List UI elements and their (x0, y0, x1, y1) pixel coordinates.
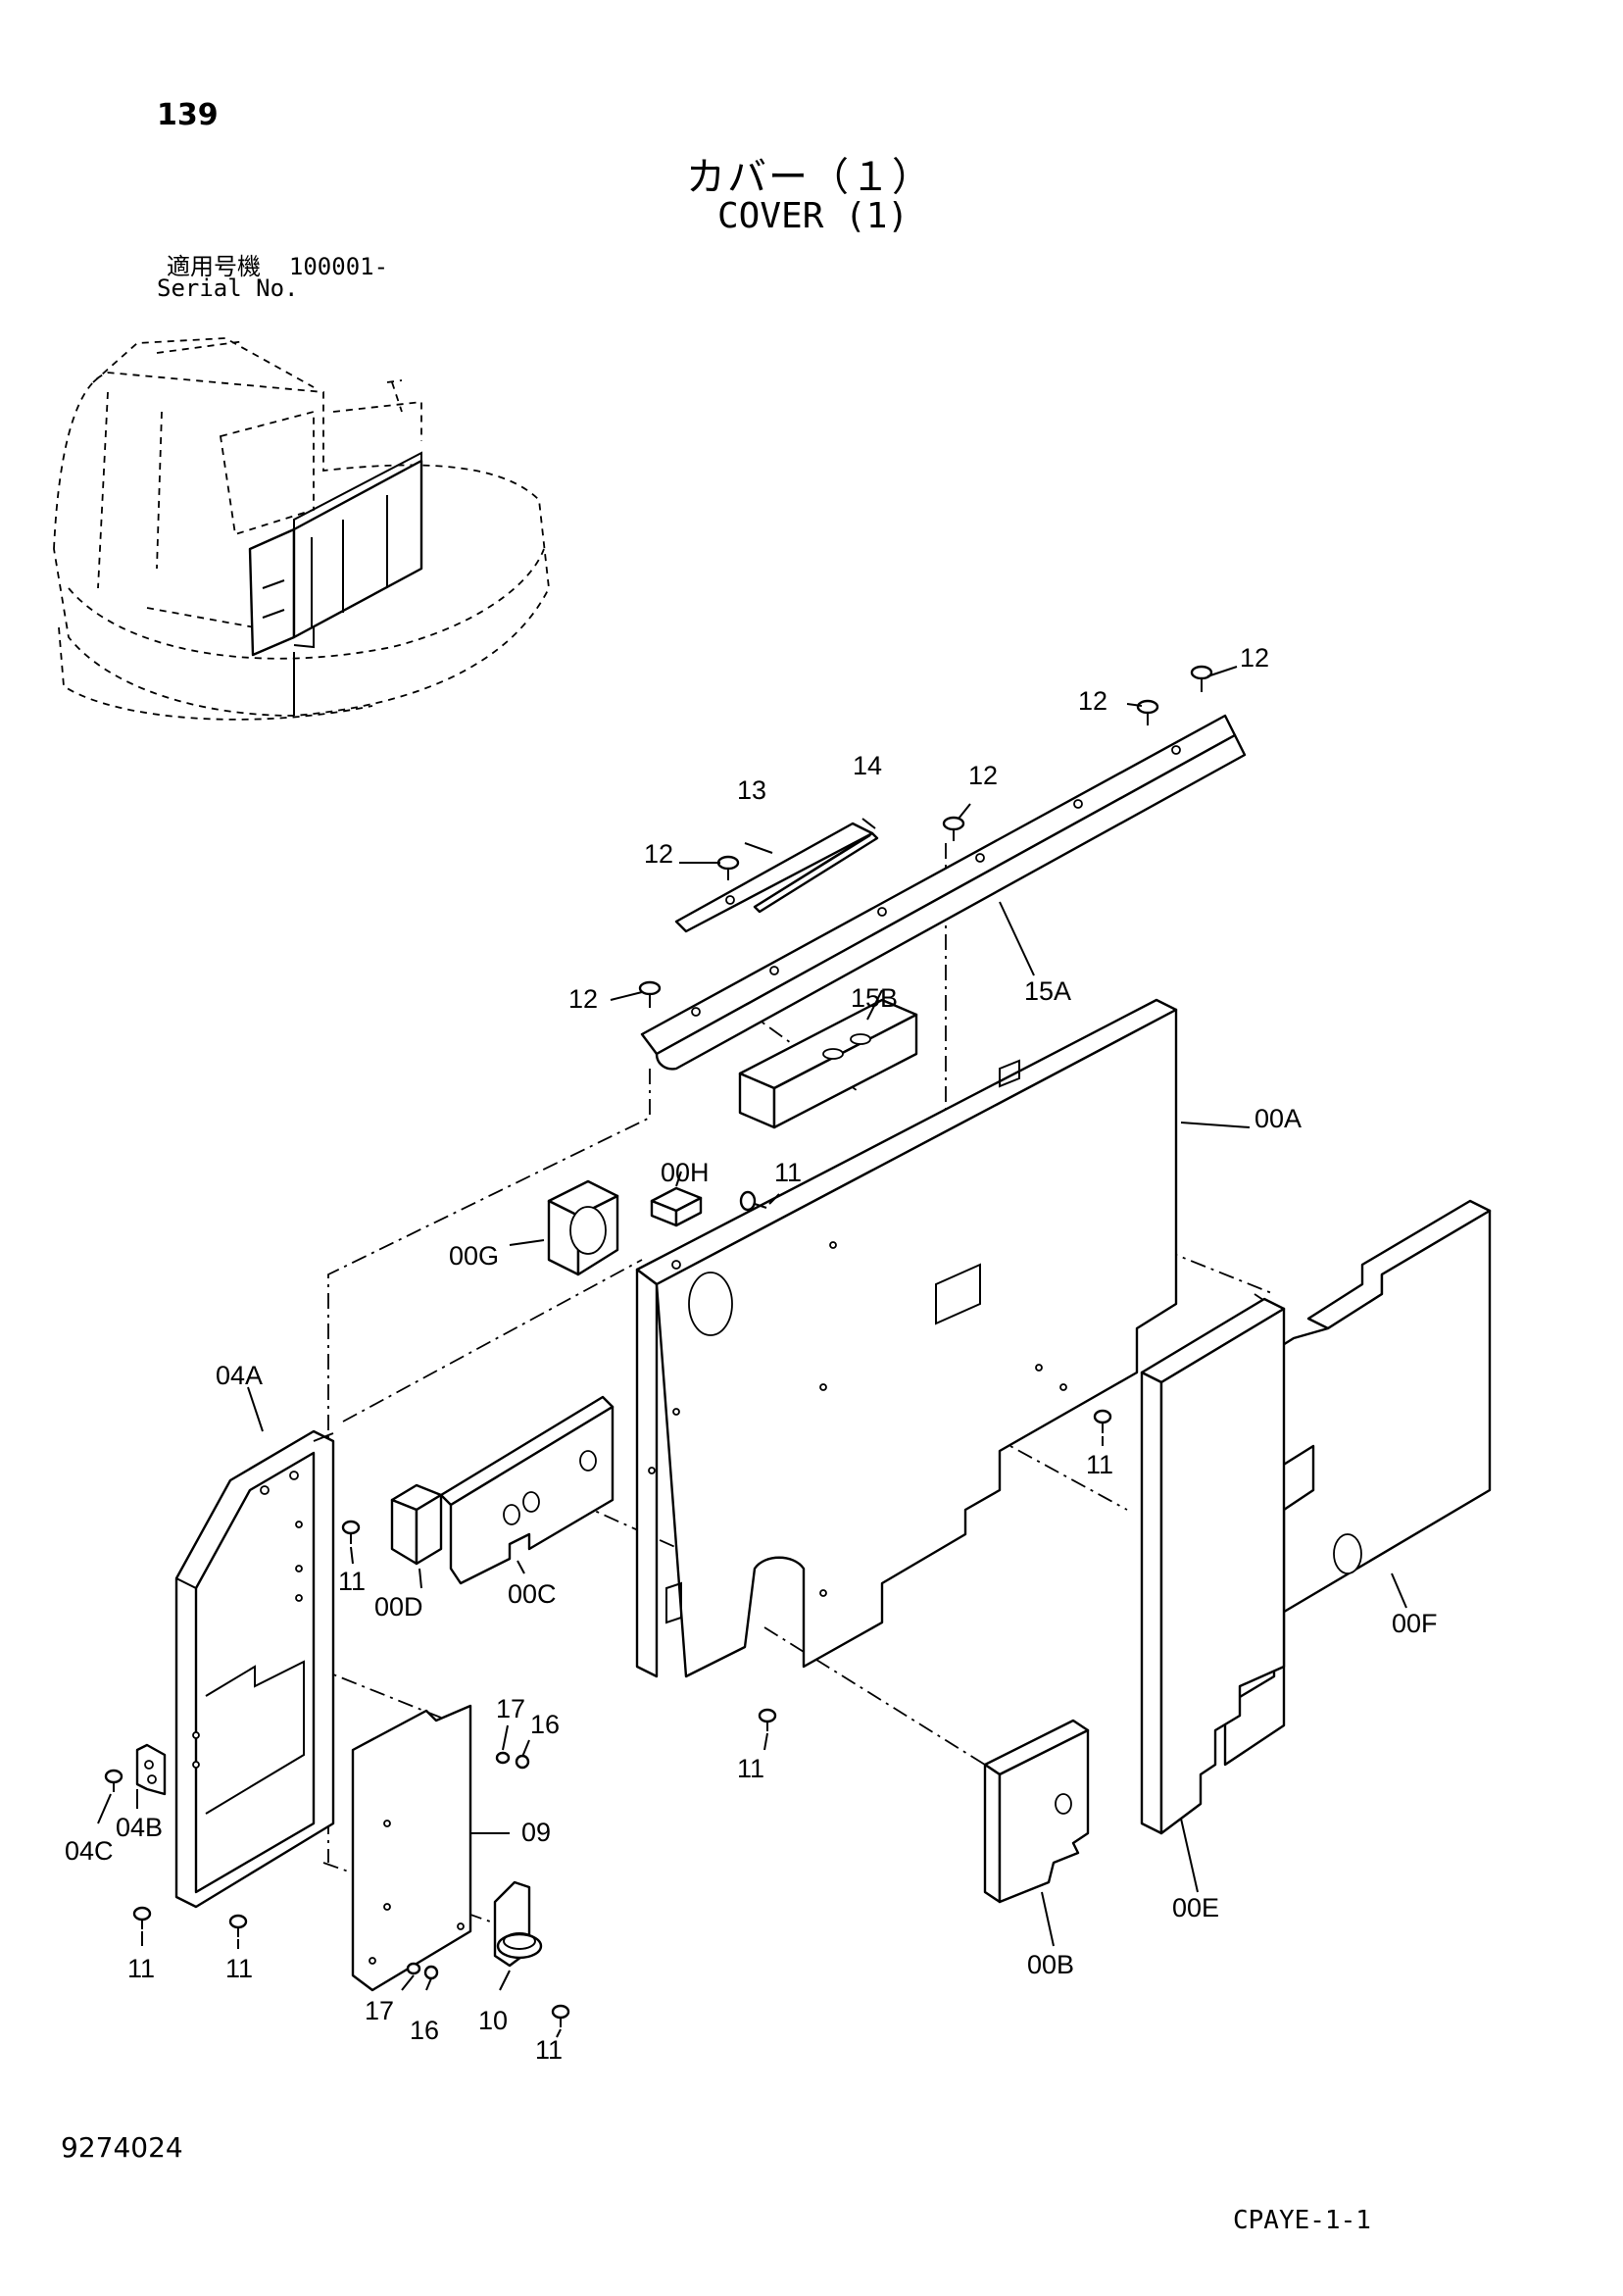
callout-label: 00H (661, 1158, 710, 1187)
callout-label: 10 (478, 2006, 508, 2035)
page-number: 139 (157, 98, 219, 132)
serial-range-row: 適用号機 100001- (167, 247, 388, 281)
bolt-11-e (132, 1906, 152, 1929)
part-00a-main-panel (635, 998, 1178, 1678)
part-04a-frame (174, 1429, 335, 1909)
callout-leaders (97, 666, 1407, 2038)
callout-label: 13 (737, 775, 766, 805)
bolt-12-e (638, 980, 662, 1008)
callout-label: 17 (496, 1694, 525, 1723)
serial-label-japanese: 適用号機 (167, 253, 261, 280)
callout-label: 11 (737, 1754, 764, 1783)
callout-label: 12 (644, 839, 673, 869)
callout-label: 11 (535, 2035, 563, 2065)
callout-label: 12 (568, 984, 598, 1014)
callout-label: 11 (774, 1158, 802, 1187)
machine-overview-illustration (53, 337, 550, 721)
bolt-11-b (1093, 1409, 1112, 1433)
callout-label: 00C (508, 1579, 557, 1609)
bolt-11-c (341, 1520, 361, 1544)
nut-16-a (515, 1754, 530, 1770)
washer-17-b (406, 1962, 421, 1975)
callout-label: 11 (338, 1567, 366, 1596)
callout-label: 04B (116, 1813, 163, 1842)
callout-label: 04A (216, 1361, 263, 1390)
callout-label: 12 (1078, 686, 1107, 716)
callout-label: 15A (1024, 976, 1071, 1006)
callout-label: 00F (1392, 1609, 1438, 1638)
bolt-11-f (228, 1914, 248, 1937)
part-04b-plate (135, 1743, 167, 1796)
part-00d-bracket (390, 1483, 443, 1566)
callout-labels: 12 12 13 14 12 12 12 15A 15B 00H 11 00A … (65, 643, 1438, 2065)
part-13-plate (674, 822, 874, 933)
part-00f-insulation-panel (1223, 1199, 1492, 1767)
callout-label: 11 (127, 1954, 155, 1983)
bolt-11-d (758, 1708, 777, 1731)
bolt-12-a (1190, 665, 1213, 692)
part-00c-plate (439, 1395, 615, 1585)
callout-label: 09 (521, 1818, 551, 1847)
sheet-code: CPAYE-1-1 (1233, 2206, 1371, 2235)
callout-label: 00D (374, 1592, 423, 1622)
bolt-12-b (1136, 699, 1159, 725)
part-00b-pad (983, 1719, 1090, 1904)
callout-label: 14 (853, 751, 882, 780)
part-00g-block (547, 1179, 619, 1276)
callout-label: 00G (449, 1241, 499, 1271)
part-09-cover-plate (351, 1704, 472, 1992)
title-japanese: カバー（１） (686, 155, 933, 200)
callout-label: 04C (65, 1836, 114, 1866)
part-14-seal-strip (753, 831, 879, 914)
part-10-hose-clamp (493, 1880, 543, 1968)
fastener-bolts (104, 665, 1213, 2027)
callout-label: 16 (530, 1710, 560, 1739)
drawing-number: 9274024 (61, 2131, 183, 2164)
callout-label: 00B (1027, 1950, 1074, 1979)
bolt-12-d (716, 855, 740, 880)
serial-value: 100001- (288, 253, 389, 280)
callout-label: 00A (1254, 1104, 1302, 1133)
bolt-11-g (551, 2004, 570, 2027)
washer-17-a (495, 1751, 511, 1765)
callout-label: 11 (1086, 1450, 1113, 1479)
nut-16-b (423, 1965, 439, 1980)
callout-label: 12 (1240, 643, 1269, 673)
serial-label-english: Serial No. (157, 275, 299, 302)
part-00e-insulation-panel (1140, 1297, 1286, 1835)
bolt-11-a (739, 1190, 767, 1212)
callout-label: 17 (365, 1996, 394, 2025)
callout-label: 00E (1172, 1893, 1219, 1922)
callout-label: 12 (968, 761, 998, 790)
bolt-12-c (942, 816, 965, 841)
part-15b-block (738, 998, 918, 1129)
callout-label: 15B (851, 983, 898, 1013)
bolt-04c (104, 1769, 123, 1792)
title-english: COVER (1) (717, 196, 910, 236)
callout-label: 16 (410, 2016, 439, 2045)
callout-label: 11 (225, 1954, 253, 1983)
part-00h-pad (650, 1186, 703, 1227)
part-15a-top-rail (640, 714, 1247, 1071)
